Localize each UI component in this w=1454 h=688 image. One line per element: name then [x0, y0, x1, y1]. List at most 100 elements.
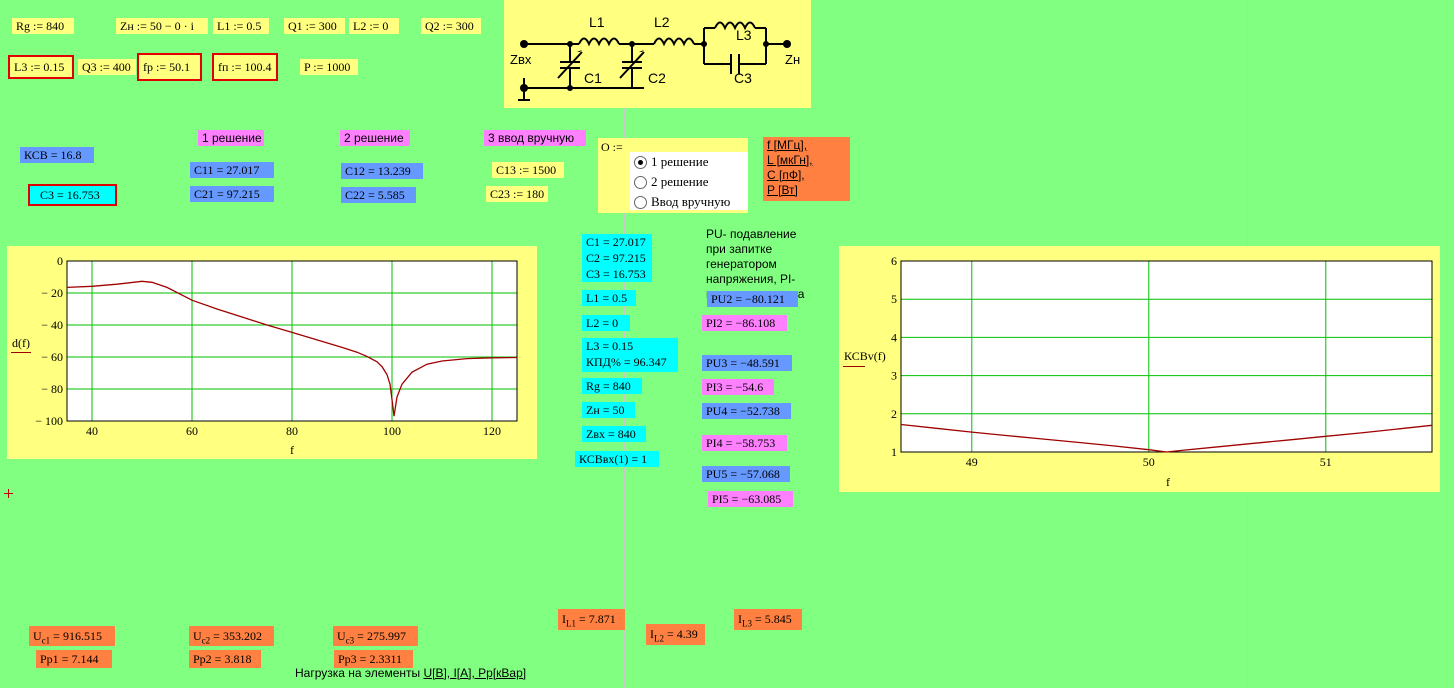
- uc2-subscript: c2: [201, 635, 211, 646]
- param-fp[interactable]: fp := 50.1: [137, 53, 202, 81]
- chart-d-xtick-label: 100: [383, 424, 401, 438]
- radio-group: 1 решение 2 решение Ввод вручную: [630, 152, 748, 210]
- param-fn[interactable]: fп := 100.4: [212, 53, 278, 81]
- chart-d-xlabel: f: [290, 443, 294, 457]
- chart-ksv-ylabel-marker: [843, 366, 865, 367]
- radio-option-2[interactable]: 2 решение: [634, 172, 748, 192]
- result-c1: C1 = 27.017: [586, 235, 646, 249]
- cursor-crosshair-icon: [4, 489, 13, 498]
- loads-footer-label: Нагрузка на элементы: [295, 666, 424, 680]
- unit-p: P [Вт]: [767, 183, 798, 197]
- chart-ksv-xtick-label: 49: [966, 455, 978, 469]
- chart-d-plot-frame: [66, 260, 518, 422]
- chart-d-ytick-label: 0: [57, 254, 63, 268]
- il2-subscript: L2: [654, 633, 664, 644]
- c22-value: C22 = 5.585: [341, 187, 416, 203]
- label-c1: C1: [584, 70, 602, 86]
- chart-d-ylabel-marker: [11, 352, 31, 353]
- c21-value: C21 = 97.215: [190, 186, 274, 202]
- uc3-subscript: c3: [345, 635, 355, 646]
- pi3-value: PI3 = −54.6: [702, 379, 774, 395]
- uc3-symbol: U: [337, 629, 346, 643]
- param-q3[interactable]: Q3 := 400: [78, 59, 136, 75]
- chart-d-ytick-label: − 20: [41, 286, 63, 300]
- c3-value: C3 = 16.753: [28, 184, 117, 206]
- param-q1[interactable]: Q1 := 300: [284, 18, 345, 34]
- uc2-value: Uc2 = 353.202: [189, 626, 274, 646]
- c13-input[interactable]: C13 := 1500: [492, 162, 564, 178]
- units-legend: f [МГц], L [мкГн], C [пФ], P [Вт]: [763, 137, 850, 201]
- capacitance-results: C1 = 27.017 C2 = 97.215 C3 = 16.753: [582, 234, 652, 282]
- unit-c: C [пФ],: [767, 168, 805, 182]
- chart-d-xtick-label: 120: [483, 424, 501, 438]
- chart-d-ytick-label: − 100: [35, 414, 63, 428]
- ksv-value: КСВ = 16.8: [20, 147, 94, 163]
- chart-d-xtick-label: 40: [86, 424, 98, 438]
- pp2-value: Pp2 = 3.818: [189, 650, 261, 668]
- il1-value: IL1 = 7.871: [558, 609, 625, 630]
- chart-d-ytick-label: − 40: [41, 318, 63, 332]
- uc2-number: = 353.202: [210, 629, 262, 643]
- pu5-value: PU5 = −57.068: [702, 466, 790, 482]
- result-c2: C2 = 97.215: [586, 251, 646, 265]
- pu2-value: PU2 = −80.121: [707, 291, 798, 307]
- circuit-schematic: L1 L2 L3 C1 C2 C3 Zвх Zн: [504, 0, 811, 108]
- chart-ksv-ytick-label: 4: [891, 330, 897, 344]
- il3-number: = 5.845: [752, 612, 792, 626]
- param-zn[interactable]: Zн := 50 − 0 · i: [116, 18, 208, 34]
- uc1-value: Uc1 = 916.515: [29, 626, 115, 646]
- unit-f: f [МГц],: [767, 138, 808, 152]
- result-c3: C3 = 16.753: [586, 267, 646, 281]
- pp3-value: Pp3 = 2.3311: [334, 650, 413, 668]
- il1-subscript: L1: [566, 618, 576, 629]
- chart-ksv-ytick-label: 2: [891, 407, 897, 421]
- il1-symbol: I: [562, 612, 566, 626]
- chart-ksv-xtick-label: 50: [1143, 455, 1155, 469]
- radio-option-label: 2 решение: [651, 174, 709, 189]
- chart-ksv-xtick-label: 51: [1320, 455, 1332, 469]
- solution-1-header: 1 решение: [198, 130, 264, 146]
- result-zn: Zн = 50: [582, 402, 635, 418]
- chart-ksv-xlabel: f: [1166, 475, 1170, 489]
- chart-d-series-line: [66, 280, 518, 417]
- param-l3[interactable]: L3 := 0.15: [8, 55, 74, 79]
- solution-selector: O := 1 решение 2 решение Ввод вручную: [598, 138, 748, 213]
- radio-button[interactable]: [634, 175, 647, 189]
- pi4-value: PI4 = −58.753: [702, 435, 787, 451]
- il3-subscript: L3: [742, 618, 752, 629]
- c12-value: C12 = 13.239: [341, 163, 423, 179]
- label-l3: L3: [736, 27, 752, 43]
- chart-d-ytick-label: − 60: [41, 350, 63, 364]
- param-l1[interactable]: L1 := 0.5: [213, 18, 269, 34]
- radio-button[interactable]: [634, 195, 647, 209]
- chart-ksv-ytick-label: 5: [891, 292, 897, 306]
- chart-ksv-ylabel: КСВv(f): [844, 349, 886, 363]
- uc3-number: = 275.997: [354, 629, 406, 643]
- uc2-symbol: U: [193, 629, 202, 643]
- chart-ksv-series-line: [900, 423, 1433, 453]
- radio-option-3[interactable]: Ввод вручную: [634, 192, 748, 212]
- uc1-number: = 916.515: [50, 629, 102, 643]
- uc1-subscript: c1: [41, 635, 51, 646]
- chart-ksv-ytick-label: 1: [891, 445, 897, 459]
- param-p[interactable]: P := 1000: [300, 59, 358, 75]
- param-l2[interactable]: L2 := 0: [349, 18, 399, 34]
- unit-l: L [мкГн],: [767, 153, 813, 167]
- pp1-value: Pp1 = 7.144: [36, 650, 112, 668]
- param-rg[interactable]: Rg := 840: [12, 18, 74, 34]
- c23-input[interactable]: C23 := 180: [486, 186, 548, 202]
- loads-footer: Нагрузка на элементы U[B], I[A], Pp[кВар…: [295, 666, 526, 680]
- label-zin: Zвх: [510, 52, 532, 67]
- chart-ksv-ytick-label: 6: [891, 254, 897, 268]
- result-l1: L1 = 0.5: [582, 290, 636, 306]
- radio-option-1[interactable]: 1 решение: [634, 152, 748, 172]
- label-c2: C2: [648, 70, 666, 86]
- chart-ksv-plot-area: [900, 260, 1433, 453]
- result-l3: L3 = 0.15: [586, 339, 634, 353]
- param-q2[interactable]: Q2 := 300: [421, 18, 481, 34]
- radio-button-selected[interactable]: [634, 155, 647, 169]
- radio-option-label: 1 решение: [651, 154, 709, 169]
